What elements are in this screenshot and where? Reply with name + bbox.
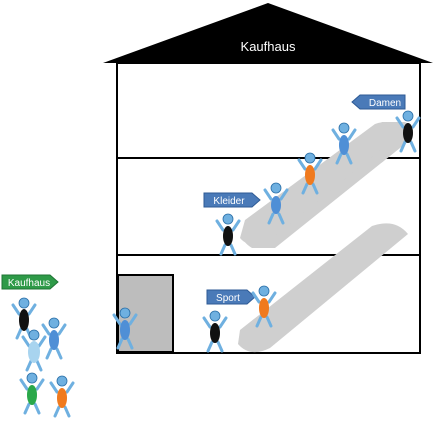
sign-sport-label: Sport	[216, 293, 240, 304]
person-icon	[263, 181, 289, 225]
building-title: Kaufhaus	[241, 39, 296, 54]
person-icon	[215, 212, 241, 256]
person-icon	[19, 371, 45, 415]
person-icon	[11, 296, 37, 340]
person-icon	[395, 109, 421, 153]
person-icon	[251, 284, 277, 328]
person-icon	[202, 309, 228, 353]
person-icon	[49, 374, 75, 418]
escalator-upper	[240, 122, 414, 248]
person-icon	[331, 121, 357, 165]
sign-kaufhaus-entrance: Kaufhaus	[1, 274, 59, 290]
sign-damen-label: Damen	[369, 98, 401, 109]
person-icon	[297, 151, 323, 195]
sign-entrance-label: Kaufhaus	[8, 278, 50, 289]
escalator-lower	[238, 223, 408, 353]
sign-damen: Damen	[351, 94, 406, 110]
sign-kleider: Kleider	[203, 192, 261, 208]
sign-kleider-label: Kleider	[213, 196, 245, 207]
roof	[103, 3, 433, 63]
person-icon	[21, 328, 47, 372]
person-icon	[112, 306, 138, 350]
sign-sport: Sport	[206, 289, 256, 305]
person-icon	[41, 316, 67, 360]
